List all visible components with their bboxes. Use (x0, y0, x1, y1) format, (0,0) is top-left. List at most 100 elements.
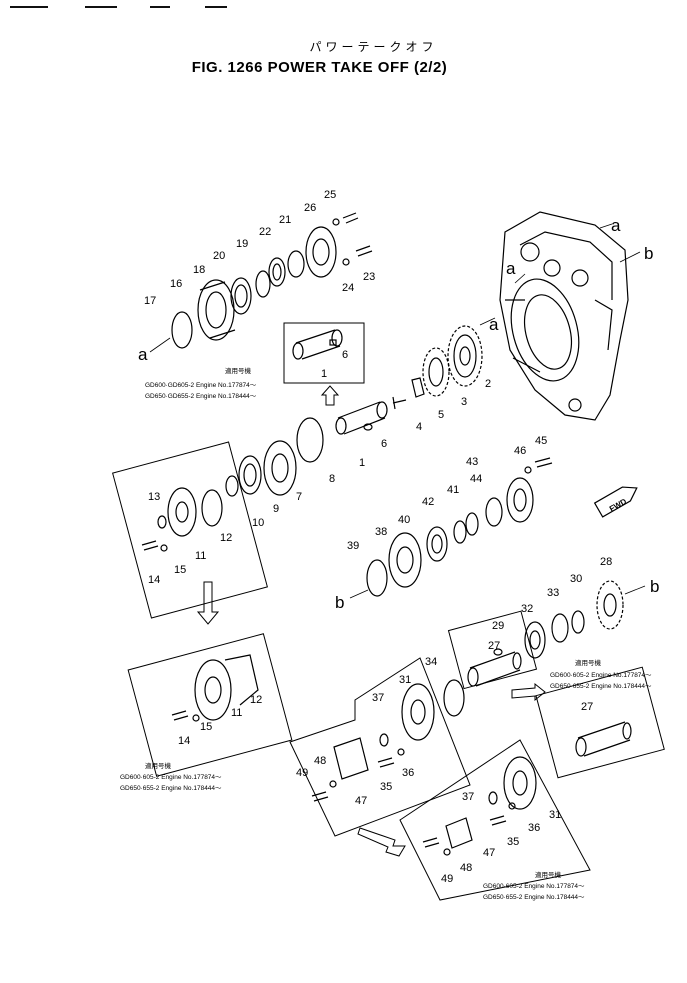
leader-a-case (599, 223, 613, 229)
bolt-45 (534, 457, 553, 468)
spacer-20 (255, 270, 271, 298)
callout-22: 22 (259, 226, 271, 238)
bolt-14 (141, 540, 159, 551)
callout-31: 31 (549, 809, 561, 821)
callout-49: 49 (441, 873, 453, 885)
callout-1: 1 (359, 457, 365, 469)
callout-28: 28 (600, 556, 612, 568)
callout-20: 20 (213, 250, 225, 262)
bolt-14-variant (171, 710, 189, 721)
callout-47: 47 (483, 847, 495, 859)
hatched-arrow-right-2 (511, 682, 546, 702)
callout-48: 48 (460, 862, 472, 874)
note-1-heading: 適用号機 (225, 366, 252, 375)
callout-41: 41 (447, 484, 459, 496)
spacer-42 (453, 520, 467, 544)
o-ring-8 (296, 417, 324, 463)
shaft-1-lower (335, 401, 388, 435)
washer-48 (329, 780, 337, 788)
bolt-4 (392, 396, 407, 410)
o-ring-22 (287, 250, 305, 278)
callout-26: 26 (304, 202, 316, 214)
callout-27: 27 (488, 640, 500, 652)
callout-30: 30 (570, 573, 582, 585)
fwd-label: FWD (608, 497, 628, 514)
callout-18: 18 (193, 264, 205, 276)
o-ring-37-variant (488, 791, 498, 805)
o-ring-12 (201, 489, 223, 527)
bearing-41 (465, 512, 479, 536)
note-2-heading: 適用号機 (145, 761, 172, 770)
o-ring-37 (379, 733, 389, 747)
callout-44: 44 (470, 473, 482, 485)
callout-29: 29 (492, 620, 504, 632)
spacer-10 (225, 475, 239, 497)
snap-ring-5 (411, 377, 425, 398)
letter-a: a (611, 216, 621, 235)
callout-12: 12 (220, 532, 232, 544)
leader-b-case (619, 251, 641, 263)
callout-1: 1 (321, 368, 327, 380)
cover-7 (263, 440, 297, 496)
letter-b: b (644, 244, 653, 263)
o-ring-39 (366, 559, 388, 597)
cover-21 (305, 226, 337, 278)
callout-43: 43 (466, 456, 478, 468)
bolt-49-variant (422, 837, 440, 848)
callout-46: 46 (514, 445, 526, 457)
callout-16: 16 (170, 278, 182, 290)
cover-16 (197, 279, 236, 341)
cover-43 (506, 477, 534, 523)
key-29 (493, 648, 503, 656)
o-ring-13 (157, 515, 167, 529)
serial-notes: 適用号機 GD600·GD605-2 Engine No.177874～ GD6… (120, 366, 652, 901)
bearing-18 (230, 277, 252, 315)
inset-box-cover-31 (289, 657, 471, 837)
inset-box-shaft-27 (447, 610, 538, 690)
header-rule (10, 6, 48, 8)
callout-19: 19 (236, 238, 248, 250)
header-rule (150, 6, 170, 8)
callout-15: 15 (174, 564, 186, 576)
washer-36-variant (508, 802, 516, 810)
cover-31 (401, 683, 435, 741)
callout-15-variant: 15 (200, 721, 212, 733)
callout-11: 11 (195, 550, 206, 562)
washer-24 (342, 258, 350, 266)
bolt-35 (377, 757, 395, 768)
cover-plate-47-variant (445, 817, 473, 849)
callout-39: 39 (347, 540, 359, 552)
inset-box-cover-31-variant (399, 739, 591, 901)
cover-plate-47 (333, 737, 369, 780)
note-2-line1: GD600·605-2 Engine No.177874～ (120, 774, 222, 781)
note-2-line2: GD650·655-2 Engine No.178444～ (120, 785, 222, 792)
callout-36: 36 (402, 767, 414, 779)
leader-a-left (149, 337, 171, 353)
callout-14-variant: 14 (178, 735, 190, 747)
letter-a: a (138, 345, 148, 364)
shaft-1-upper (292, 329, 343, 360)
callout-40: 40 (398, 514, 410, 526)
cover-38 (388, 532, 422, 588)
washer-36 (397, 748, 405, 756)
washer-46 (524, 466, 532, 474)
note-3-line2: GD650·655-2 Engine No.178444～ (550, 683, 652, 690)
washer-15-variant (192, 714, 200, 722)
leader-b-left (349, 589, 369, 599)
callout-25: 25 (324, 189, 336, 201)
fwd-arrow (593, 486, 638, 518)
note-3-line1: GD600·605-2 Engine No.177874～ (550, 672, 652, 679)
note-1-line1: GD600·GD605-2 Engine No.177874～ (145, 382, 257, 389)
washer-26 (332, 218, 340, 226)
callout-14: 14 (148, 574, 160, 586)
page-title: FIG. 1266 POWER TAKE OFF (2/2) (191, 59, 448, 76)
washer-48-variant (443, 848, 451, 856)
note-4-line1: GD600·605-2 Engine No.177874～ (483, 883, 585, 890)
cover-31-variant (503, 756, 537, 810)
callout-6: 6 (381, 438, 387, 450)
letter-a: a (489, 315, 499, 334)
o-ring-30 (571, 610, 585, 634)
callout-17: 17 (144, 295, 156, 307)
letter-b: b (335, 593, 344, 612)
washer-15 (160, 544, 168, 552)
